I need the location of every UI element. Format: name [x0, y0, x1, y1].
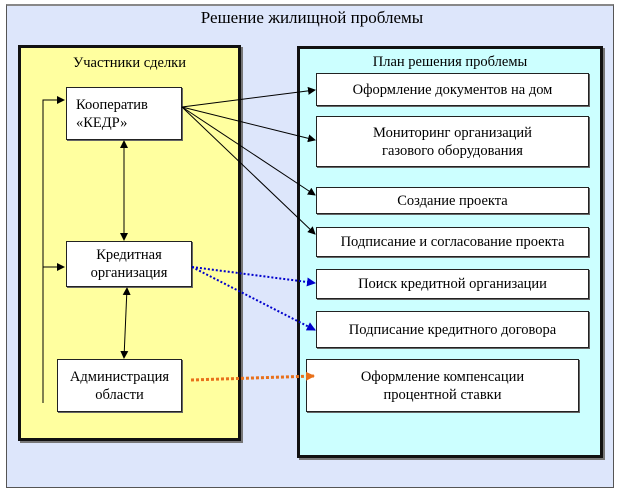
participant-credit-organization: Кредитная организация [66, 241, 192, 287]
plan-item-project: Создание проекта [316, 187, 589, 214]
participant-kedr: Кооператив «КЕДР» [66, 87, 182, 140]
plan-item-monitoring: Мониторинг организаций газового оборудов… [316, 116, 589, 167]
plan-item-credit-search: Поиск кредитной организации [316, 269, 589, 299]
participant-regional-administration: Администрация области [57, 359, 182, 412]
plan-item-approval: Подписание и согласование проекта [316, 227, 589, 257]
plan-item-rate-compensation: Оформление компенсации процентной ставки [306, 359, 579, 412]
plan-item-documents: Оформление документов на дом [316, 73, 589, 106]
participants-title: Участники сделки [72, 55, 186, 71]
diagram-title: Решение жилищной проблемы [200, 8, 424, 27]
plan-title: План решения проблемы [372, 54, 528, 70]
plan-item-credit-contract: Подписание кредитного договора [316, 311, 589, 348]
